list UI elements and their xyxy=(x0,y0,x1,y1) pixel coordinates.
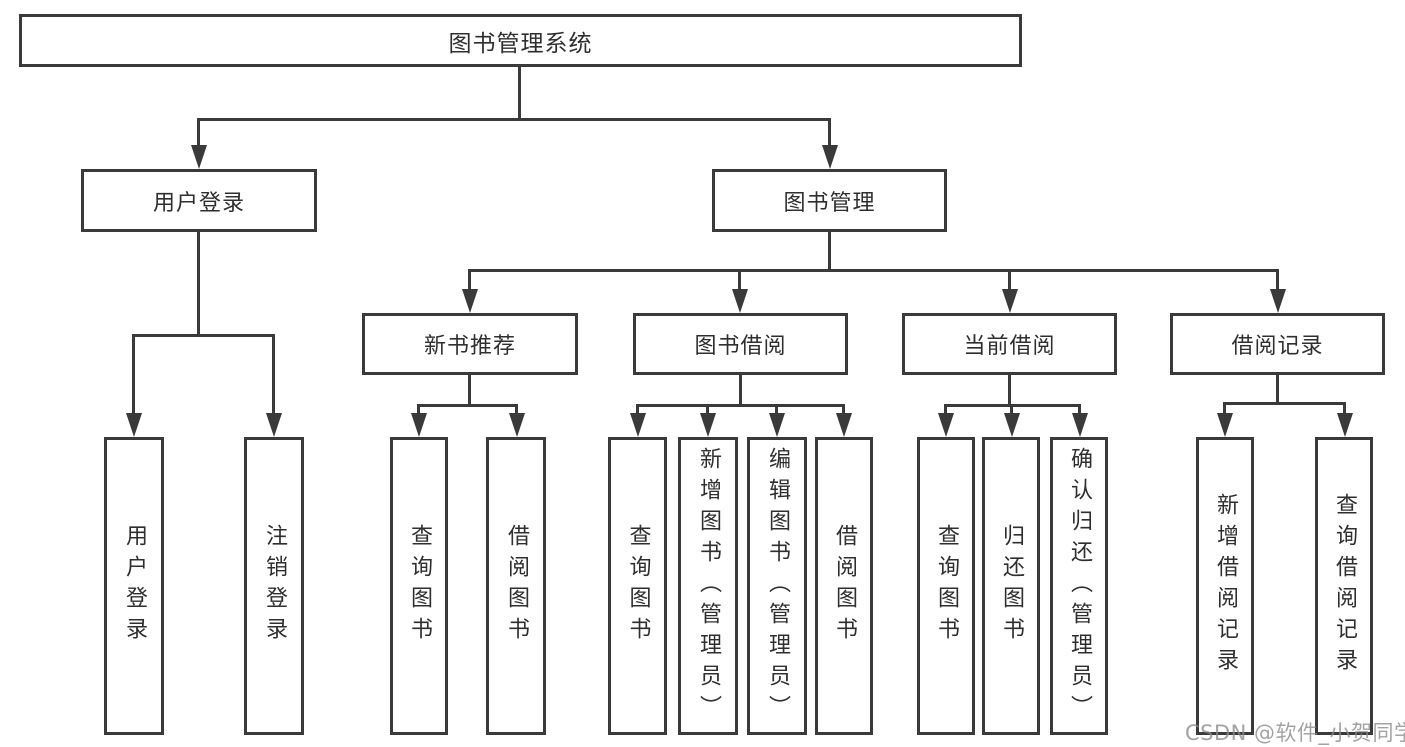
connector-line xyxy=(132,334,275,337)
arrowhead-down-icon xyxy=(1004,413,1020,437)
connector-line xyxy=(417,404,518,407)
arrowhead-down-icon xyxy=(1337,413,1353,437)
leaf-add-borrow-record: 新增借阅记录 xyxy=(1196,437,1254,735)
connector-line xyxy=(738,269,741,293)
connector-line xyxy=(1343,402,1346,418)
leaf-confirm-return-admin: 确认归还（管理员） xyxy=(1050,437,1108,735)
connector-line xyxy=(706,404,709,418)
connector-line xyxy=(1223,402,1346,405)
connector-line xyxy=(515,404,518,418)
connector-line xyxy=(197,232,200,337)
connector-line xyxy=(468,269,1279,272)
arrowhead-down-icon xyxy=(836,413,852,437)
node-current-borrowing: 当前借阅 xyxy=(902,313,1117,375)
watermark: CSDN @软件_小贺同学 xyxy=(1185,721,1405,745)
connector-line xyxy=(775,404,778,418)
connector-line xyxy=(1010,404,1013,418)
arrowhead-down-icon xyxy=(1270,289,1286,313)
arrowhead-down-icon xyxy=(191,145,207,169)
arrowhead-down-icon xyxy=(411,413,427,437)
connector-line xyxy=(197,118,200,150)
arrowhead-down-icon xyxy=(630,413,646,437)
connector-line xyxy=(842,404,845,418)
connector-line xyxy=(518,67,521,121)
connector-line xyxy=(468,269,471,293)
arrowhead-down-icon xyxy=(700,413,716,437)
node-user-login: 用户登录 xyxy=(81,169,317,232)
arrowhead-down-icon xyxy=(509,413,525,437)
leaf-logout: 注销登录 xyxy=(244,437,304,735)
arrowhead-down-icon xyxy=(769,413,785,437)
leaf-query-books-borrow: 查询图书 xyxy=(608,437,667,735)
leaf-borrow-books: 借阅图书 xyxy=(815,437,873,735)
node-borrowing-records: 借阅记录 xyxy=(1170,313,1385,375)
leaf-edit-books-admin: 编辑图书（管理员） xyxy=(747,437,807,735)
connector-line xyxy=(636,404,639,418)
leaf-query-borrow-record: 查询借阅记录 xyxy=(1315,437,1373,735)
connector-line xyxy=(1223,402,1226,418)
node-book-borrowing: 图书借阅 xyxy=(633,313,848,375)
connector-line xyxy=(1078,404,1081,418)
leaf-user-login: 用户登录 xyxy=(104,437,164,735)
connector-line xyxy=(944,404,947,418)
connector-line xyxy=(828,232,831,272)
arrowhead-down-icon xyxy=(1002,289,1018,313)
connector-line xyxy=(197,118,831,121)
connector-line xyxy=(1276,375,1279,405)
leaf-query-books-recommend: 查询图书 xyxy=(390,437,448,735)
connector-line xyxy=(272,334,275,416)
node-new-book-recommendation: 新书推荐 xyxy=(362,313,578,375)
arrowhead-down-icon xyxy=(266,413,282,437)
arrowhead-down-icon xyxy=(462,289,478,313)
connector-line xyxy=(132,334,135,416)
connector-line xyxy=(828,118,831,150)
connector-line xyxy=(636,404,845,407)
leaf-return-books: 归还图书 xyxy=(982,437,1040,735)
leaf-add-books-admin: 新增图书（管理员） xyxy=(678,437,738,735)
connector-line xyxy=(417,404,420,418)
arrowhead-down-icon xyxy=(1217,413,1233,437)
arrowhead-down-icon xyxy=(938,413,954,437)
connector-line xyxy=(1276,269,1279,293)
connector-line xyxy=(468,375,471,407)
connector-line xyxy=(1008,269,1011,293)
connector-line xyxy=(1008,375,1011,407)
leaf-borrow-books-recommend: 借阅图书 xyxy=(486,437,546,735)
arrowhead-down-icon xyxy=(732,289,748,313)
arrowhead-down-icon xyxy=(1072,413,1088,437)
node-library-system: 图书管理系统 xyxy=(19,14,1022,67)
node-book-management: 图书管理 xyxy=(712,169,947,232)
leaf-query-books-current: 查询图书 xyxy=(917,437,975,735)
arrowhead-down-icon xyxy=(822,145,838,169)
connector-line xyxy=(739,375,742,407)
arrowhead-down-icon xyxy=(126,413,142,437)
